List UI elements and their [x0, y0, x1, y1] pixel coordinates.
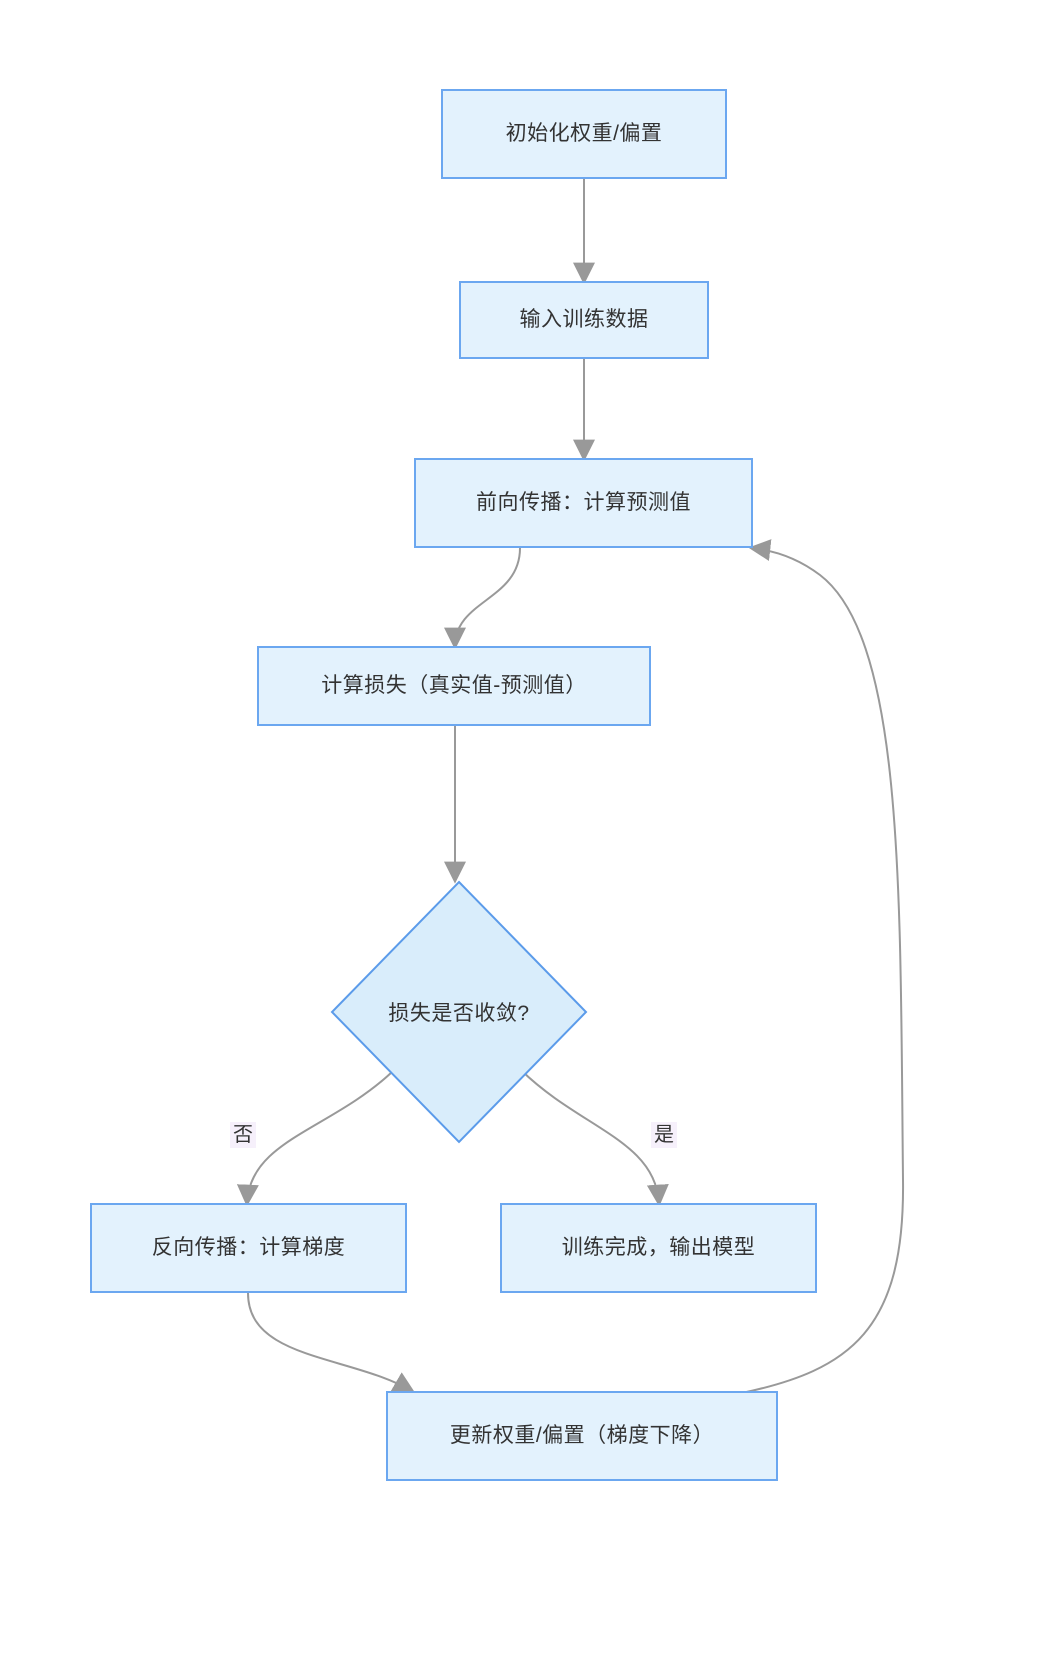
node-compute-loss-label: 计算损失（真实值-预测值）	[321, 674, 587, 698]
node-compute-loss[interactable]: 计算损失（真实值-预测值）	[257, 646, 651, 726]
edge-backward-to-update	[247, 1292, 416, 1393]
node-input-data[interactable]: 输入训练数据	[459, 281, 709, 359]
node-loss-converged-decision-label: 损失是否收敛?	[388, 1002, 530, 1025]
diamond-shape-icon	[330, 880, 588, 1144]
node-init-label: 初始化权重/偏置	[505, 122, 663, 146]
node-training-complete-label: 训练完成，输出模型	[561, 1236, 756, 1260]
node-init[interactable]: 初始化权重/偏置	[441, 89, 727, 179]
edge-forward-to-loss	[444, 547, 521, 650]
node-training-complete[interactable]: 训练完成，输出模型	[500, 1203, 817, 1293]
edge-label-no: 否	[230, 1122, 256, 1148]
node-input-data-label: 输入训练数据	[519, 308, 649, 332]
node-forward-propagation-label: 前向传播：计算预测值	[476, 491, 691, 515]
edge-label-yes: 是	[651, 1122, 677, 1148]
node-backward-propagation[interactable]: 反向传播：计算梯度	[90, 1203, 407, 1293]
edge-label-yes-text: 是	[654, 1124, 674, 1146]
node-backward-propagation-label: 反向传播：计算梯度	[151, 1236, 346, 1260]
node-update-weights-label: 更新权重/偏置（梯度下降）	[449, 1424, 715, 1448]
node-forward-propagation[interactable]: 前向传播：计算预测值	[414, 458, 753, 548]
edge-label-no-text: 否	[233, 1124, 253, 1146]
node-loss-converged-decision[interactable]: 损失是否收敛?	[330, 880, 588, 1144]
node-update-weights[interactable]: 更新权重/偏置（梯度下降）	[386, 1391, 778, 1481]
